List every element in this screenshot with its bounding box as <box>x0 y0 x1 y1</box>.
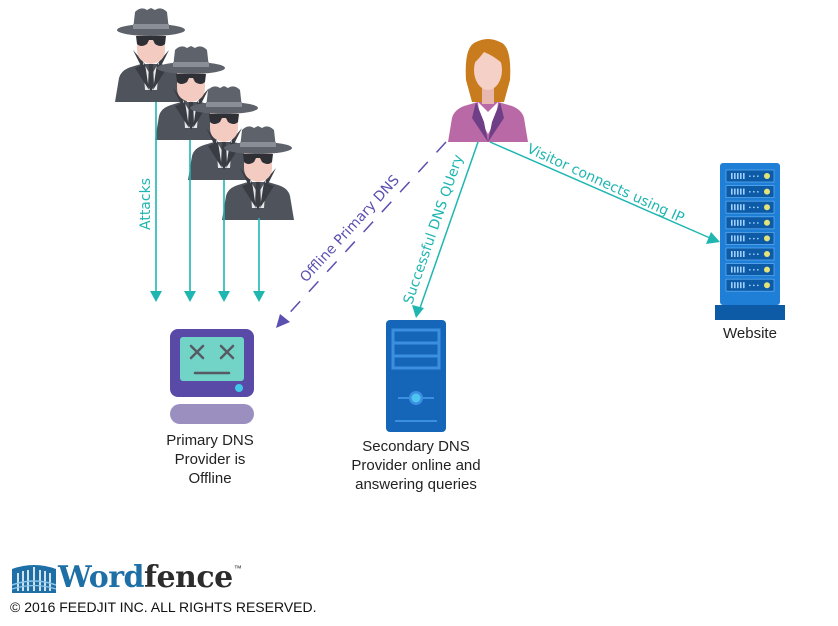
woman-user-icon <box>448 39 528 142</box>
wordfence-logo: Wordfence ™ <box>10 561 242 595</box>
arrowhead <box>253 291 265 302</box>
server-tower-icon <box>386 320 446 432</box>
rack-unit <box>725 231 775 245</box>
arrowhead <box>150 291 162 302</box>
rack-unit <box>725 185 775 199</box>
label-line: Primary DNS <box>166 432 254 449</box>
brand-part-2: fence <box>144 560 233 595</box>
copyright-notice: © 2016 FEEDJIT INC. ALL RIGHTS RESERVED. <box>10 599 317 615</box>
rack-unit <box>725 278 775 292</box>
wordfence-wordmark: Wordfence <box>58 561 233 595</box>
label-line: Offline <box>188 470 232 487</box>
server-rack-icon <box>715 163 785 320</box>
trademark-symbol: ™ <box>233 563 242 573</box>
rack-unit <box>725 263 775 277</box>
successful-query-label: Successful DNS QUery <box>401 153 467 307</box>
primary-dns-label: Primary DNS Provider is Offline <box>140 431 280 488</box>
rack-unit <box>725 200 775 214</box>
attacks-label: Attacks <box>138 178 154 230</box>
broken-computer-icon <box>170 329 254 424</box>
secondary-dns-label: Secondary DNS Provider online and answer… <box>326 437 506 494</box>
attack-arrows <box>150 102 265 302</box>
visitor-connects-arrow <box>489 141 711 239</box>
offline-primary-label: Offline Primary DNS <box>297 172 403 285</box>
rack-unit <box>725 216 775 230</box>
arrowhead <box>276 314 290 328</box>
arrowhead <box>218 291 230 302</box>
rack-unit <box>725 247 775 261</box>
brand-part-1: Word <box>58 560 145 595</box>
wordfence-shield-icon <box>11 565 57 593</box>
successful-query-arrow <box>419 141 479 309</box>
label-line: Provider online and <box>351 457 481 474</box>
website-label: Website <box>723 325 777 342</box>
label-line: Secondary DNS <box>362 438 470 455</box>
arrowhead <box>706 232 720 244</box>
rack-unit <box>725 169 775 183</box>
visitor-connects-label: Visitor connects using IP <box>524 141 686 226</box>
offline-primary-arrow <box>282 141 447 321</box>
label-line: answering queries <box>355 476 477 493</box>
label-line: Provider is <box>174 451 246 468</box>
arrowhead <box>412 305 424 318</box>
arrowhead <box>184 291 196 302</box>
